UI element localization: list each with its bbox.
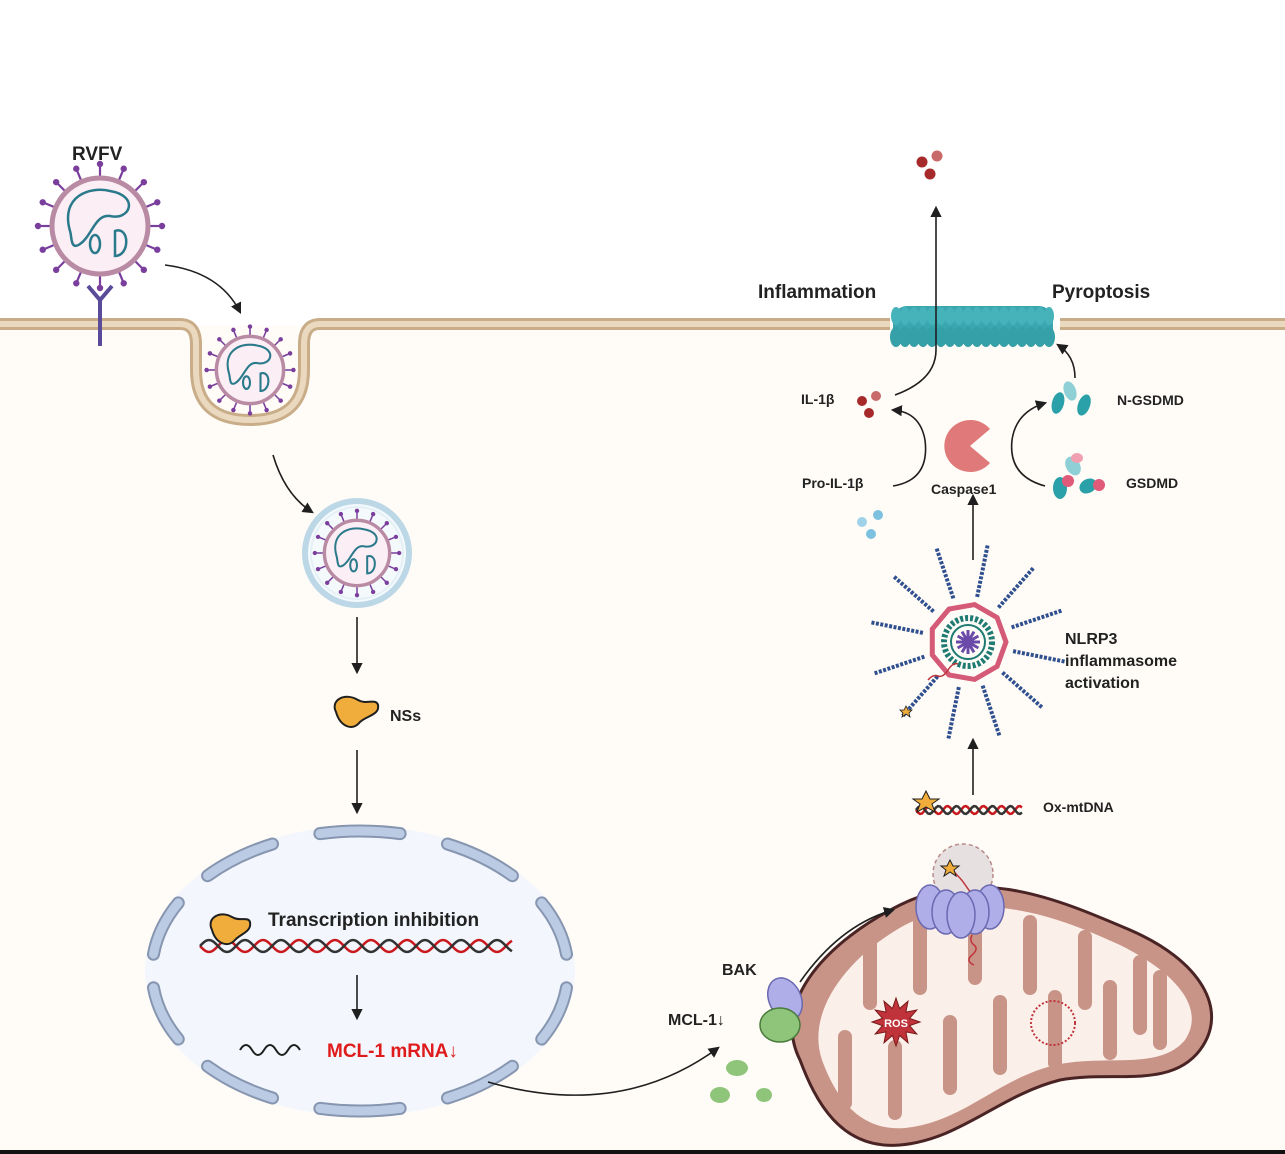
label-inflammation: Inflammation (758, 282, 876, 303)
oxidation-star-icon (911, 789, 941, 814)
mitochondrion (790, 885, 1213, 1147)
gsdmd-icon (1053, 453, 1105, 499)
endosome (302, 498, 412, 608)
arrow-gsdmd-to-n-gsdmd (1010, 400, 1048, 487)
label-nlrp3: NLRP3 (1065, 631, 1118, 648)
endocytosed-virion (204, 324, 296, 416)
arrow-nucleus-to-mitochondria (487, 1046, 720, 1096)
label-mcl1-mrna: MCL-1 mRNA↓ (327, 1041, 458, 1062)
virus-spikes (34, 160, 166, 292)
released-il1b-icon (916, 150, 943, 180)
label-il1b: IL-1β (801, 391, 835, 407)
mcl1-fragment (756, 1088, 772, 1102)
n-gsdmd-icon (1051, 381, 1091, 416)
nlrp3-inflammasome-icon (869, 543, 1067, 741)
label-transcription-inhibition: Transcription inhibition (268, 910, 479, 931)
nss-protein-icon (333, 695, 380, 728)
nss-bound-icon (209, 913, 252, 946)
pro-il1b-icon (857, 510, 883, 539)
arrow-bak-to-pore (799, 907, 896, 983)
arrow-n-gsdmd-to-pore (1056, 343, 1076, 379)
label-ox-mtdna: Ox-mtDNA (1043, 799, 1114, 815)
label-bak: BAK (722, 962, 757, 979)
mcl1-fragment (726, 1060, 748, 1076)
label-rvfv: RVFV (72, 144, 123, 165)
caspase1-icon (944, 420, 990, 473)
rvfv-virion (34, 160, 166, 292)
label-n-gsdmd: N-GSDMD (1117, 392, 1184, 408)
arrow-pro-il1b-to-il1b (890, 405, 927, 487)
label-nss: NSs (390, 708, 421, 725)
label-caspase1: Caspase1 (931, 481, 997, 497)
mcl1-fragment (710, 1087, 730, 1103)
nucleus (145, 824, 575, 1118)
arrow-to-endosome (272, 454, 314, 514)
label-mcl1-down: MCL-1↓ (668, 1012, 725, 1029)
label-pyroptosis: Pyroptosis (1052, 282, 1150, 303)
label-activation: activation (1065, 675, 1140, 692)
label-gsdmd: GSDMD (1126, 475, 1178, 491)
mcl1-protein-icon (759, 1007, 801, 1043)
il1b-icon (857, 391, 881, 418)
mrna-icon (239, 1044, 301, 1056)
plasma-membrane (0, 318, 1285, 427)
bak-pore (915, 843, 1005, 966)
arrow-virus-to-endocytosis (164, 264, 242, 315)
mtdna-circle-icon (1030, 1000, 1076, 1046)
receptor-icon (86, 284, 114, 346)
dna-helix (199, 938, 513, 954)
arrow-il1b-release (894, 205, 942, 396)
label-inflammasome: inflammasome (1065, 653, 1177, 670)
ros-icon: ROS (870, 996, 922, 1048)
bottom-border (0, 1150, 1285, 1154)
gsdmd-pore-icon (890, 306, 1055, 347)
label-ros: ROS (884, 1018, 908, 1030)
label-pro-il1b: Pro-IL-1β (802, 475, 864, 491)
